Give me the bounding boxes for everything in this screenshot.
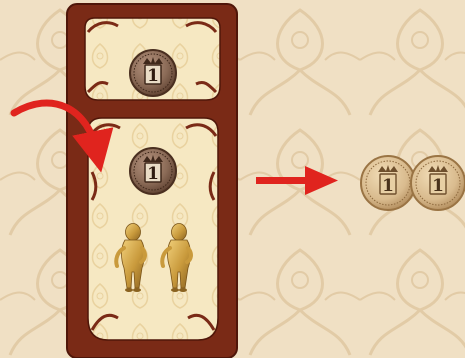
upper-coin-value: 1: [147, 66, 159, 86]
card-upper-slot[interactable]: 1: [85, 18, 220, 100]
result-coin-1-value: 1: [382, 176, 394, 196]
player-card[interactable]: 1 1: [67, 4, 237, 358]
lower-bronze-coin: 1: [130, 148, 176, 194]
plain-coin-icon: 1: [411, 156, 465, 210]
plain-coin-icon: 1: [361, 156, 415, 210]
upper-bronze-coin: 1: [130, 50, 176, 96]
result-coin-2-value: 1: [432, 176, 444, 196]
card-lower-slot[interactable]: 1: [88, 118, 218, 340]
lower-coin-value: 1: [147, 164, 159, 184]
